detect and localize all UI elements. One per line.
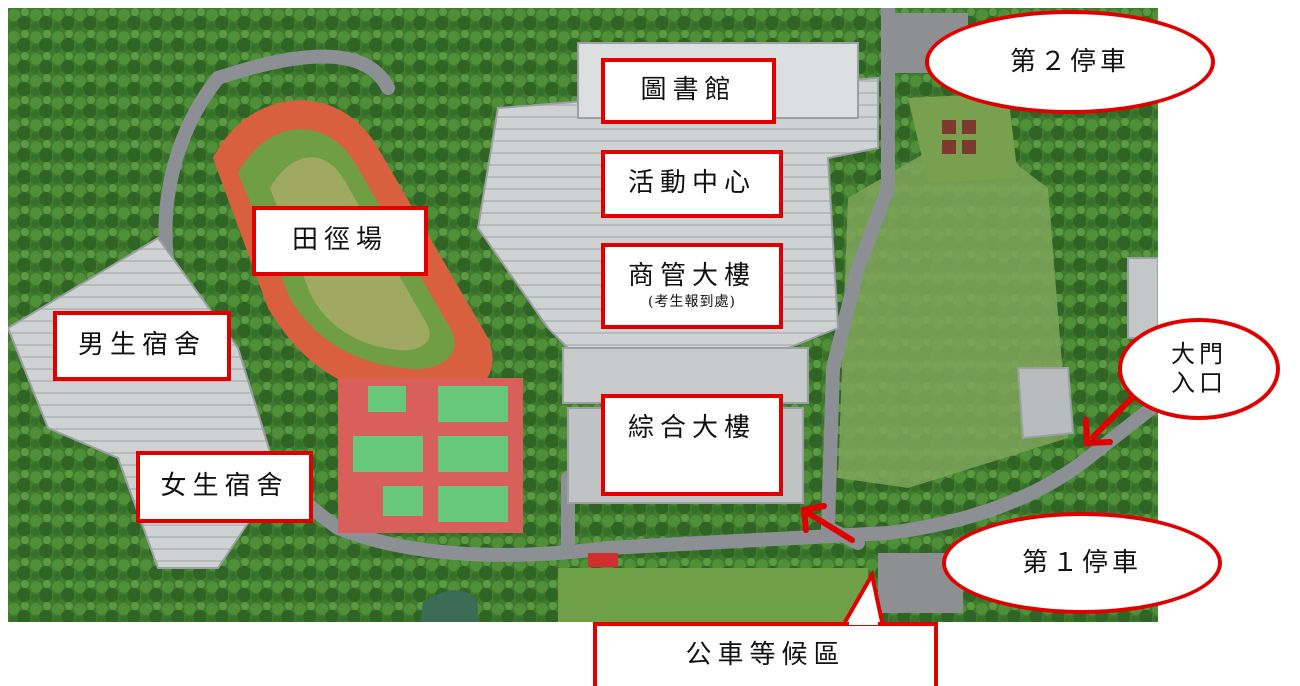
bus-stop-label: 公車等候區 xyxy=(593,622,938,686)
pond xyxy=(420,590,478,622)
arrow-icon xyxy=(1083,395,1135,447)
main-gate-text-1: 大門 xyxy=(1171,340,1227,369)
parking-2-text: 第２停車 xyxy=(1009,46,1130,77)
male-dorm-label: 男生宿舍 xyxy=(53,311,231,381)
activity-center-text: 活動中心 xyxy=(627,168,756,199)
female-dorm-label: 女生宿舍 xyxy=(136,451,313,523)
main-gate-text-2: 入口 xyxy=(1171,369,1227,397)
library-text: 圖書館 xyxy=(640,75,737,106)
parking-2-callout: 第２停車 xyxy=(925,10,1215,114)
lawn-south xyxy=(558,568,868,622)
library-label: 圖書館 xyxy=(601,58,776,124)
general-building-label: 綜合大樓 xyxy=(601,394,783,496)
track-field-label: 田徑場 xyxy=(252,206,428,276)
bus-stop-pointer xyxy=(843,569,884,623)
arrow-icon xyxy=(800,503,855,543)
main-gate-callout: 大門 入口 xyxy=(1118,318,1280,420)
parking-1-callout: 第１停車 xyxy=(942,512,1222,614)
female-dorm-text: 女生宿舍 xyxy=(160,471,289,502)
activity-center-label: 活動中心 xyxy=(601,150,783,218)
garden xyxy=(908,93,1018,183)
male-dorm-text: 男生宿舍 xyxy=(77,330,206,361)
garden-cross xyxy=(942,120,976,154)
business-building-text: 商管大樓 xyxy=(627,261,756,291)
bus xyxy=(588,553,618,567)
general-building-text: 綜合大樓 xyxy=(627,413,756,443)
business-building-label: 商管大樓 (考生報到處) xyxy=(601,243,783,329)
track-field-text: 田徑場 xyxy=(291,225,388,256)
bus-stop-text: 公車等候區 xyxy=(685,640,846,671)
basketball-courts xyxy=(338,378,523,533)
lawn-east xyxy=(838,128,1068,488)
parking-1-text: 第１停車 xyxy=(1021,547,1142,578)
business-building-note: (考生報到處) xyxy=(648,293,736,310)
